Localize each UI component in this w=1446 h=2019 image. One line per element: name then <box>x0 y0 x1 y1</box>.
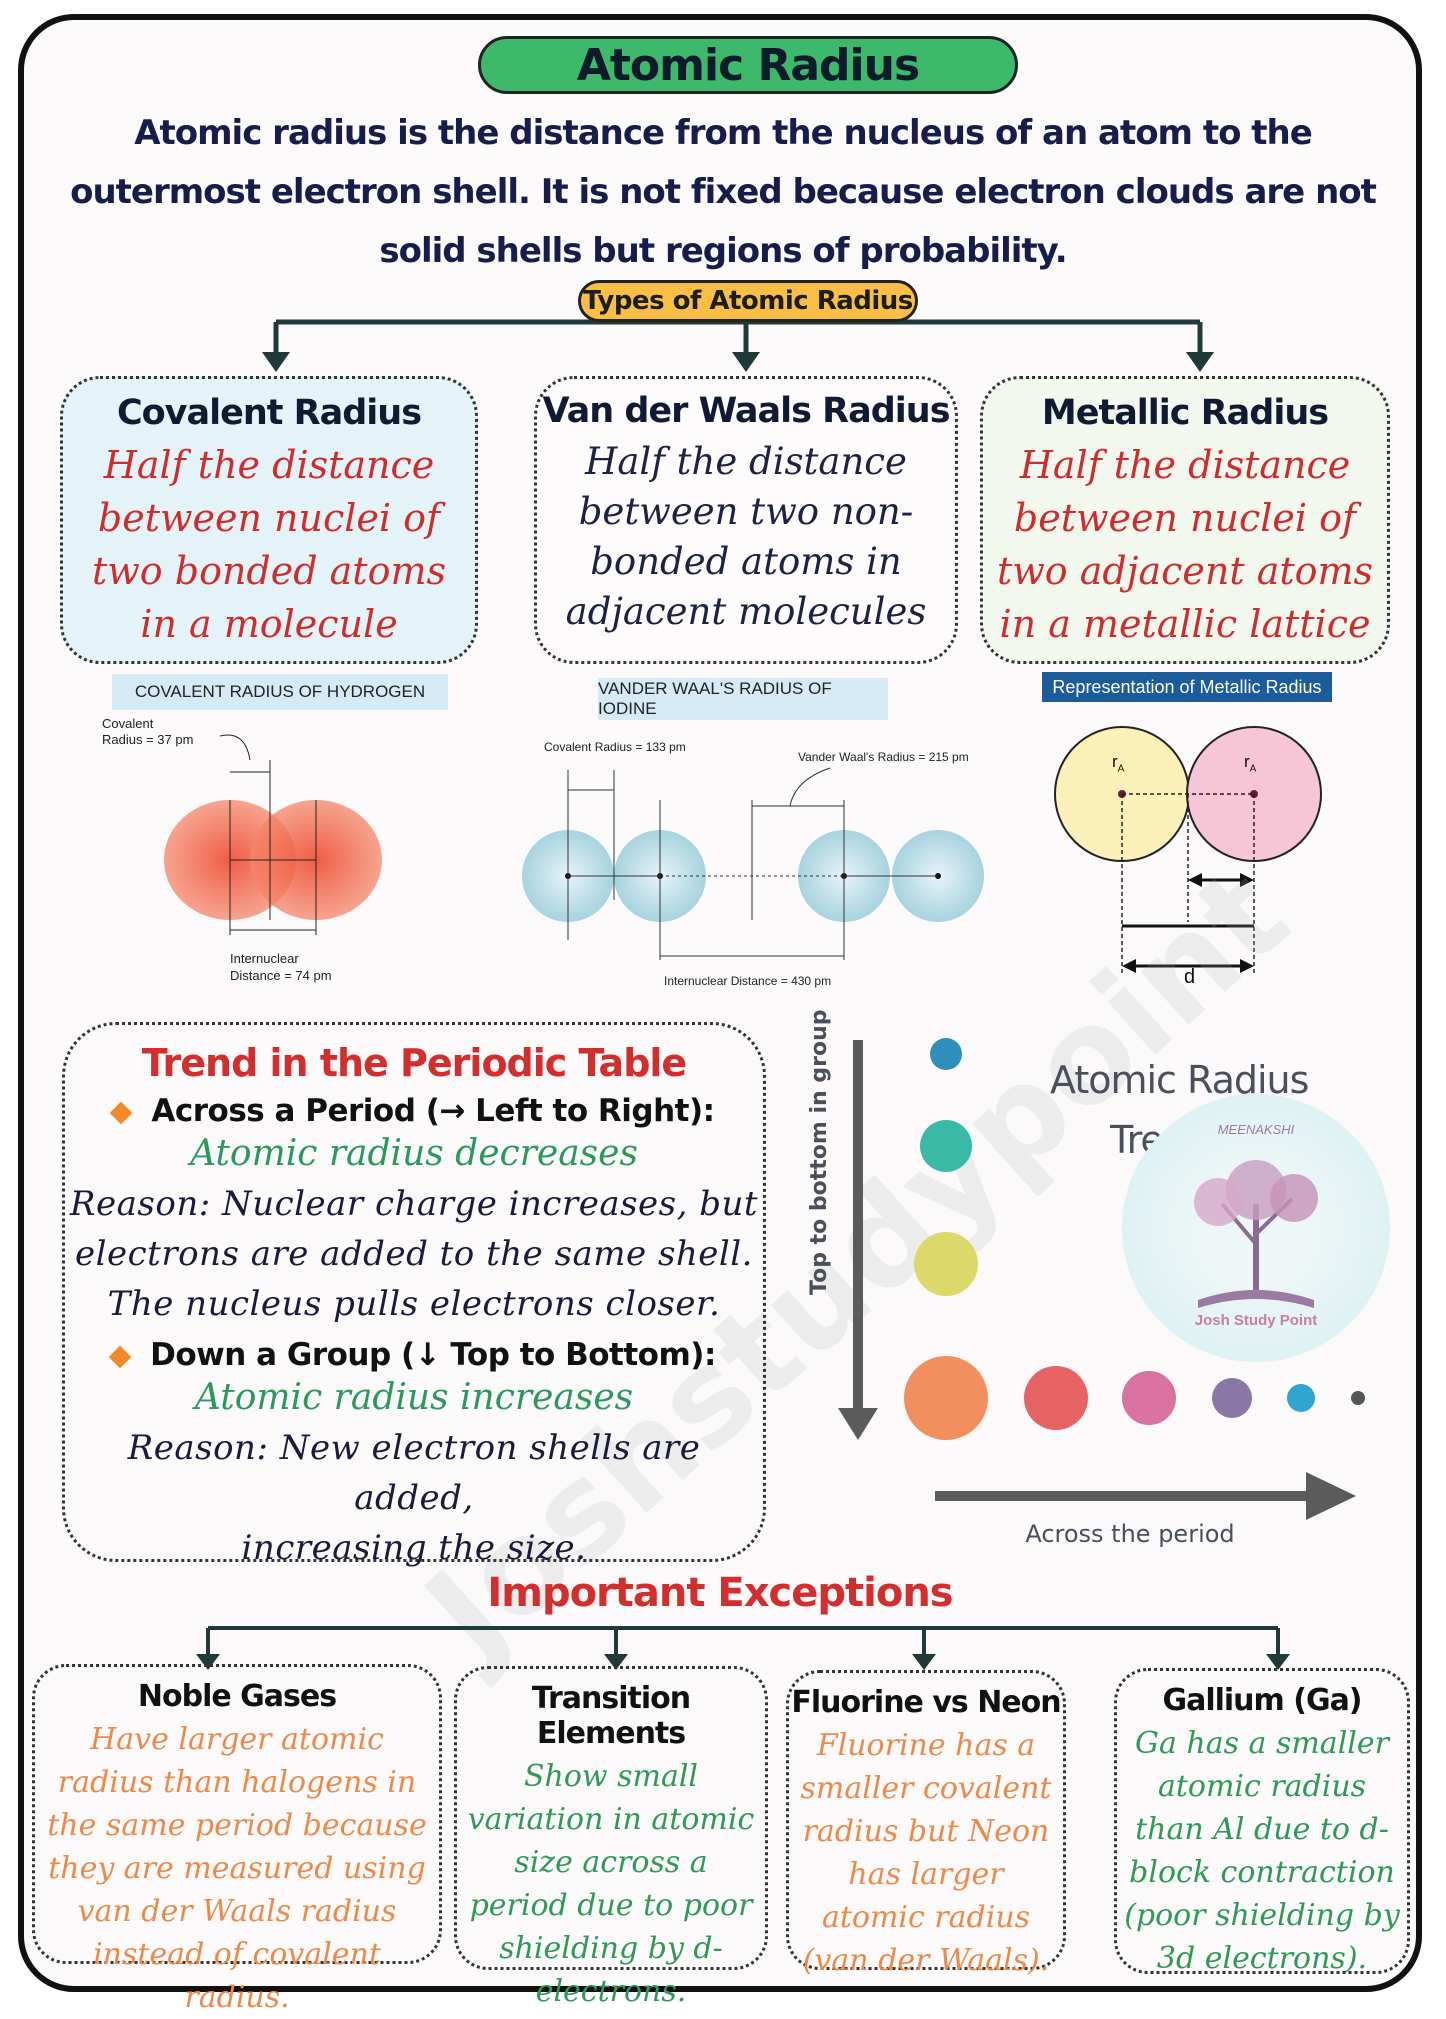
diamond-bullet-icon <box>110 1101 133 1124</box>
metallic-diagram <box>1054 726 1322 974</box>
atom-dot <box>930 1038 962 1070</box>
atom-dot <box>914 1232 978 1296</box>
exception-card-noble-gases: Noble Gases Have larger atomic radius th… <box>32 1664 442 2015</box>
period-reason-2: electrons are added to the same shell. <box>75 1234 753 1274</box>
logo-text-bottom: Josh Study Point <box>1194 1312 1318 1329</box>
atom-dot <box>1212 1378 1252 1418</box>
group-result: Atomic radius increases <box>194 1377 634 1418</box>
vdw-diagram-caption: VANDER WAAL'S RADIUS OF IODINE <box>598 678 888 720</box>
atom-dot <box>1351 1391 1365 1405</box>
period-reason-1: Reason: Nuclear charge increases, but <box>69 1184 759 1224</box>
period-reason-3: The nucleus pulls electrons closer. <box>107 1284 721 1324</box>
diamond-bullet-icon <box>108 1345 132 1368</box>
exception-heading: Gallium (Ga) <box>1162 1683 1362 1718</box>
group-reason-2: increasing the size. <box>241 1528 587 1568</box>
trend-card: Trend in the Periodic Table Across a Per… <box>62 1022 766 1568</box>
vdw-covalent-label: Covalent Radius = 133 pm <box>544 740 686 754</box>
exception-card-transition: Transition Elements Show small variation… <box>454 1666 768 2009</box>
atom-dot <box>1287 1384 1315 1412</box>
types-connector <box>262 319 1214 372</box>
exception-heading: Fluorine vs Neon <box>791 1685 1061 1720</box>
metallic-diagram-caption: Representation of Metallic Radius <box>1042 672 1332 702</box>
exception-heading: Noble Gases <box>137 1679 337 1714</box>
period-result: Atomic radius decreases <box>190 1133 638 1174</box>
covalent-diagram <box>164 734 382 935</box>
metallic-radius-card: Metallic Radius Half the distance betwee… <box>980 376 1390 664</box>
exception-text: Ga has a smaller atomic radius than Al d… <box>1124 1726 1400 1976</box>
exceptions-connector <box>196 1626 1290 1670</box>
card-text: Half the distance between nuclei of two … <box>996 443 1374 646</box>
logo-text-top: MEENAKSHI <box>1217 1122 1295 1137</box>
card-heading: Metallic Radius <box>1041 393 1329 433</box>
exception-text: Fluorine has a smaller covalent radius b… <box>800 1728 1052 1978</box>
intro-text: Atomic radius is the distance from the n… <box>70 113 1377 271</box>
atom-dot <box>1122 1371 1176 1425</box>
card-heading: Covalent Radius <box>116 393 422 433</box>
period-heading: Across a Period (→ Left to Right): <box>65 1093 763 1129</box>
tree-logo-icon <box>1194 1160 1318 1308</box>
page-title: Atomic Radius <box>478 36 1018 94</box>
josh-study-point-logo: MEENAKSHI Josh Study Point <box>1122 1094 1390 1362</box>
horizontal-axis-label: Across the period <box>1025 1520 1235 1548</box>
exception-heading: Transition Elements <box>531 1681 691 1751</box>
group-heading: Down a Group (↓ Top to Bottom): <box>65 1337 763 1373</box>
exceptions-title: Important Exceptions <box>487 1570 953 1616</box>
atom-dot <box>920 1120 972 1172</box>
vdw-radius-card: Van der Waals Radius Half the distance b… <box>534 376 958 664</box>
card-text: Half the distance between nuclei of two … <box>92 443 446 646</box>
covalent-diagram-caption: COVALENT RADIUS OF HYDROGEN <box>112 674 448 710</box>
card-text: Half the distance between two non-bonded… <box>565 440 927 633</box>
vdw-radius-label: Vander Waal's Radius = 215 pm <box>798 750 969 764</box>
metallic-d-label: d <box>1184 966 1196 988</box>
covalent-radius-label: Covalent Radius = 37 pm <box>102 716 194 747</box>
types-label: Types of Atomic Radius <box>578 280 918 322</box>
vertical-axis-label: Top to bottom in group <box>807 1009 832 1295</box>
group-reason-1: Reason: New electron shells are added, <box>127 1428 701 1518</box>
atom-dot <box>904 1356 988 1440</box>
page-frame <box>18 14 1422 1992</box>
card-heading: Van der Waals Radius <box>542 391 950 431</box>
exception-text: Show small variation in atomic size acro… <box>467 1759 755 2009</box>
exception-card-fluorine-neon: Fluorine vs Neon Fluorine has a smaller … <box>786 1670 1066 1978</box>
vdw-distance-label: Internuclear Distance = 430 pm <box>664 974 832 988</box>
exception-card-gallium: Gallium (Ga) Ga has a smaller atomic rad… <box>1114 1668 1410 1976</box>
trend-title: Trend in the Periodic Table <box>141 1041 687 1085</box>
metallic-radius-label-right: rA <box>1244 752 1257 775</box>
trend-figure <box>838 1038 1365 1520</box>
exception-text: Have larger atomic radius than halogens … <box>47 1722 427 2015</box>
internuclear-distance-label: Internuclear Distance = 74 pm <box>230 951 332 983</box>
covalent-radius-card: Covalent Radius Half the distance betwee… <box>60 376 478 664</box>
vdw-diagram <box>522 767 984 960</box>
metallic-radius-label-left: rA <box>1112 752 1125 775</box>
atom-dot <box>1024 1366 1088 1430</box>
